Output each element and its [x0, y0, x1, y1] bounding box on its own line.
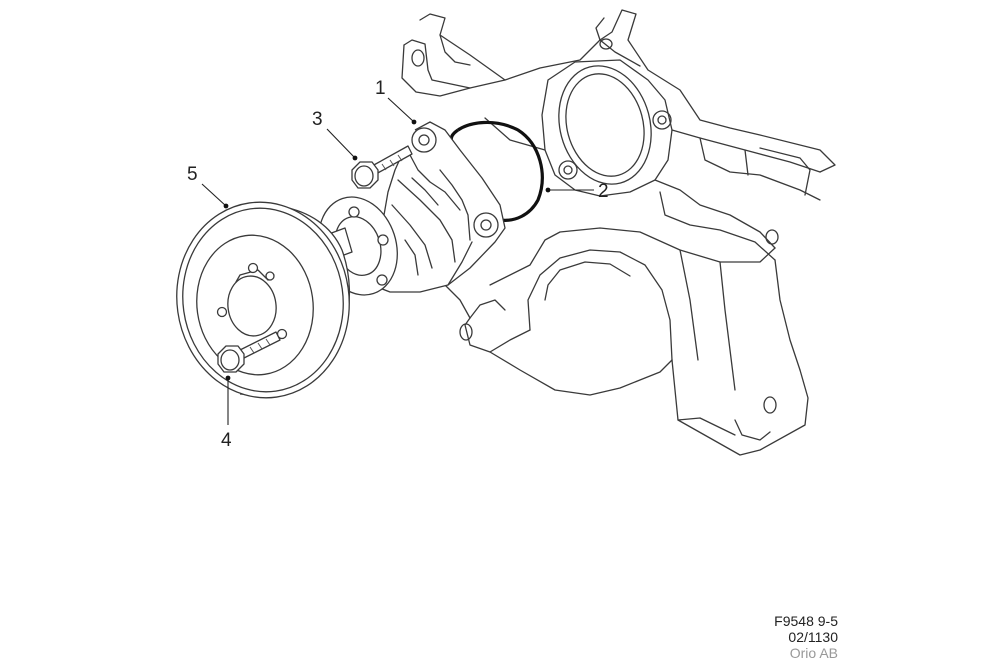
copyright-owner: Orio AB — [789, 645, 838, 661]
pulley — [176, 201, 350, 399]
callout-leaders — [201, 97, 594, 425]
figure-date: 02/1130 — [788, 629, 838, 645]
callout-2: 2 — [598, 181, 609, 202]
callout-4: 4 — [221, 430, 232, 451]
callout-5: 5 — [187, 164, 198, 185]
figure-code: F9548 9-5 — [774, 613, 838, 629]
callout-1: 1 — [375, 78, 386, 99]
pulley-bolt — [217, 331, 281, 373]
pump-bolt — [351, 145, 413, 189]
water-pump — [312, 121, 506, 296]
callout-3: 3 — [312, 109, 323, 130]
